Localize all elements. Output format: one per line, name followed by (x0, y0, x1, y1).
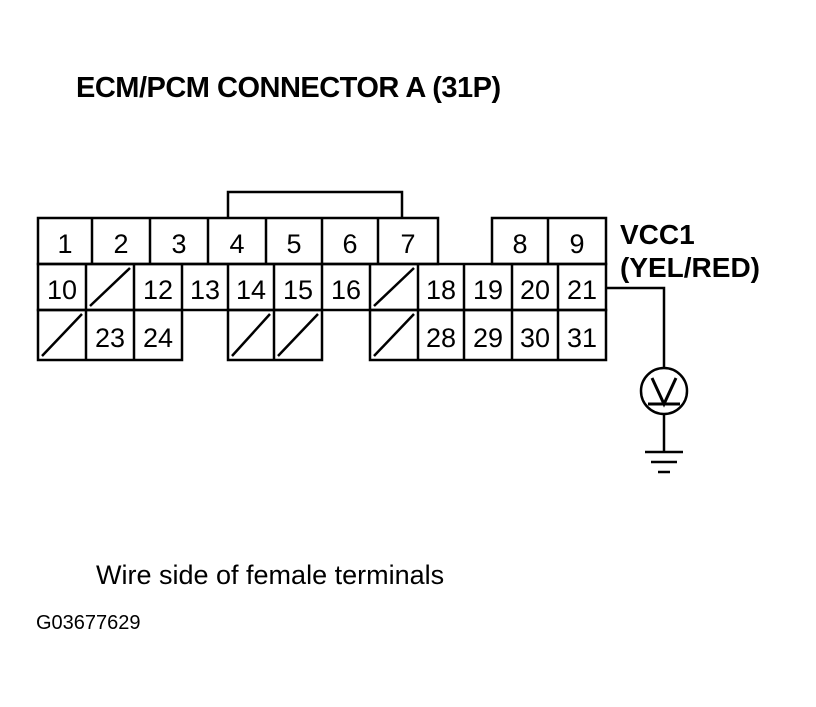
pin-labels: 1 2 3 4 5 6 7 8 9 10 12 13 14 15 16 18 1… (47, 229, 597, 353)
pin-14: 14 (236, 275, 266, 305)
empty-cavity-slashes (41, 267, 415, 357)
cell-dividers (84, 218, 560, 360)
pin-1: 1 (57, 229, 72, 259)
figure-id: G03677629 (36, 612, 141, 634)
test-lead-wire (606, 286, 666, 452)
pin-5: 5 (286, 229, 301, 259)
pin-9: 9 (569, 229, 584, 259)
pin-4: 4 (229, 229, 244, 259)
pin-2: 2 (113, 229, 128, 259)
signal-label: VCC1 (YEL/RED) (620, 218, 760, 284)
pin-3: 3 (171, 229, 186, 259)
pin-16: 16 (331, 275, 361, 305)
pin-24: 24 (143, 323, 173, 353)
pin-6: 6 (342, 229, 357, 259)
pin-23: 23 (95, 323, 125, 353)
diagram-title: ECM/PCM CONNECTOR A (31P) (76, 72, 501, 104)
pin-10: 10 (47, 275, 77, 305)
pin-29: 29 (473, 323, 503, 353)
pin-20: 20 (520, 275, 550, 305)
voltmeter-icon (639, 366, 689, 416)
pin-18: 18 (426, 275, 456, 305)
connector-lock-tab (226, 190, 404, 218)
pin-12: 12 (143, 275, 173, 305)
pin-31: 31 (567, 323, 597, 353)
pin-8: 8 (512, 229, 527, 259)
ground-icon (645, 450, 683, 474)
wire-color: (YEL/RED) (620, 252, 760, 283)
pin-30: 30 (520, 323, 550, 353)
pin-28: 28 (426, 323, 456, 353)
pin-19: 19 (473, 275, 503, 305)
pin-13: 13 (190, 275, 220, 305)
pin-21: 21 (567, 275, 597, 305)
diagram-caption: Wire side of female terminals (96, 560, 445, 590)
pin-7: 7 (400, 229, 415, 259)
pin-15: 15 (283, 275, 313, 305)
signal-name: VCC1 (620, 219, 695, 250)
